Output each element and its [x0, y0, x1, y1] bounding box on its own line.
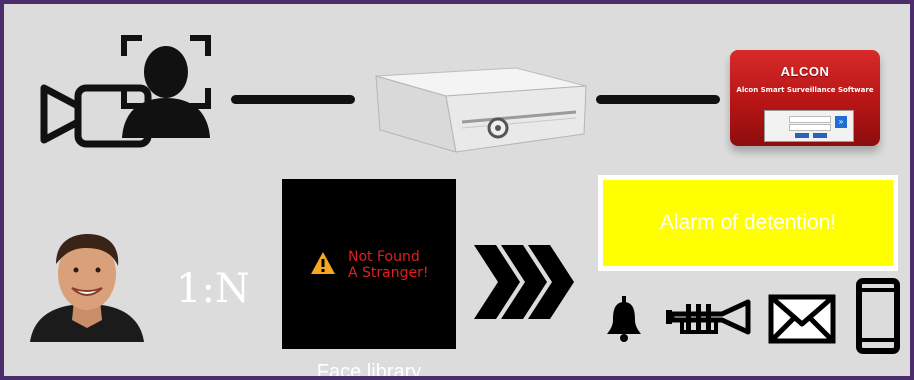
alarm-box: Alarm of detention!	[598, 175, 898, 271]
horn-icon	[664, 298, 752, 345]
cancel-button	[813, 133, 827, 138]
chevron-right-icon: »	[835, 116, 847, 128]
library-message-line2: A Stranger!	[348, 265, 428, 281]
face-library: Not Found A Stranger!	[282, 179, 456, 349]
alarm-text: Alarm of detention!	[660, 211, 836, 235]
library-message-line1: Not Found	[348, 249, 428, 265]
library-message: Not Found A Stranger!	[348, 249, 428, 281]
software-logo: ALCON	[730, 64, 880, 79]
person-photo	[24, 230, 150, 347]
login-box: »	[764, 110, 854, 142]
face-scan-icon	[118, 32, 214, 140]
surveillance-software: ALCON Alcon Smart Surveillance Software …	[730, 50, 880, 146]
camera-face-scan	[40, 32, 220, 163]
match-ratio-label: 1:N	[176, 266, 250, 312]
chevron-arrows-icon	[472, 245, 576, 324]
connector-line	[596, 95, 720, 104]
username-field	[789, 116, 831, 123]
warning-icon	[310, 251, 336, 275]
software-subtitle: Alcon Smart Surveillance Software	[730, 86, 880, 94]
phone-icon	[856, 278, 900, 359]
bell-icon	[606, 296, 642, 347]
library-caption: Face library	[282, 360, 456, 380]
server-icon	[366, 62, 588, 158]
envelope-icon	[768, 294, 836, 349]
login-button	[795, 133, 809, 138]
connector-line	[231, 95, 355, 104]
password-field	[789, 124, 831, 131]
